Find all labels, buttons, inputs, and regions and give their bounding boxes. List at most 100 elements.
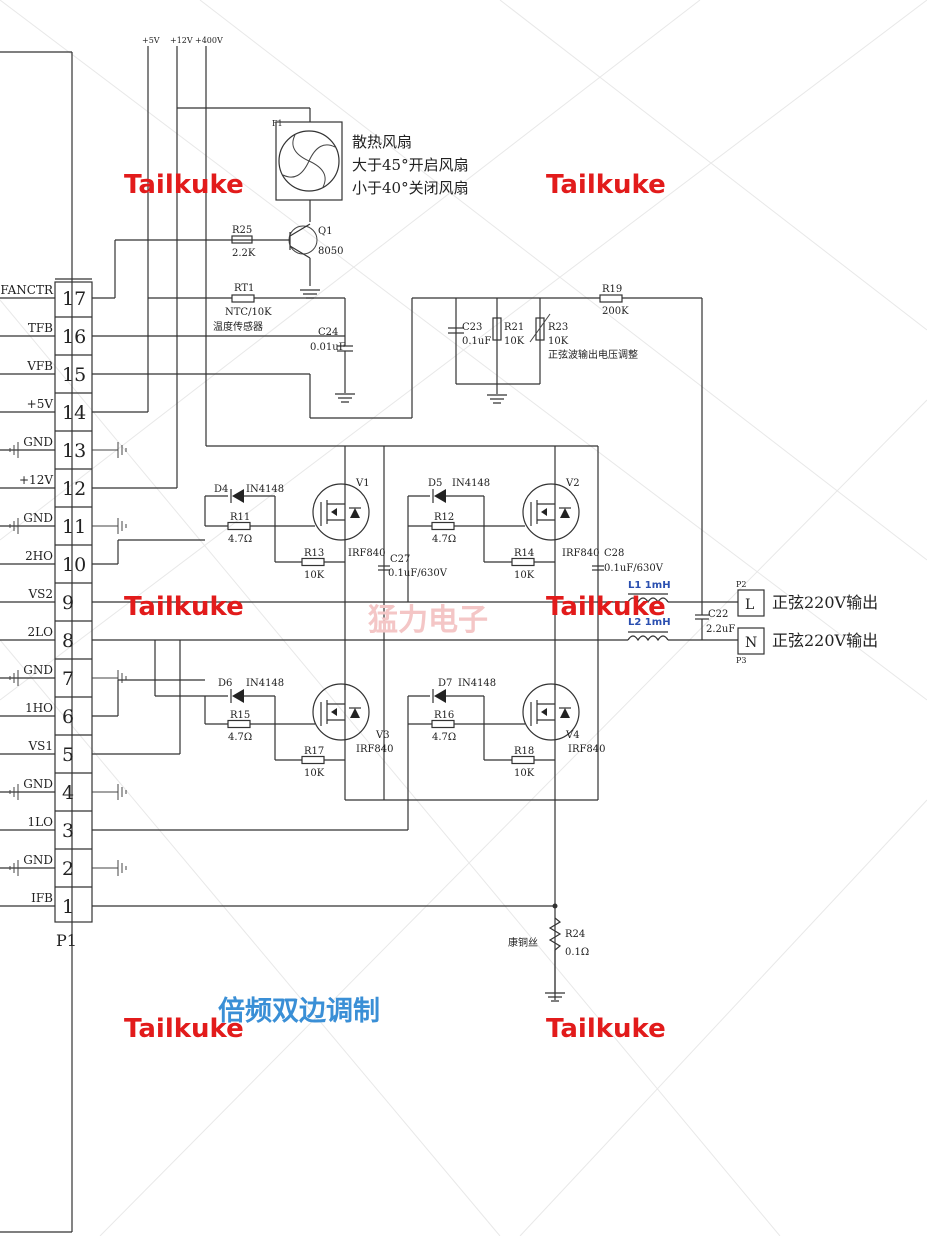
pin-16: 16 TFB <box>0 316 92 348</box>
output-n-pin: N <box>745 635 757 651</box>
p2-ref: P2 <box>736 580 746 589</box>
pin-number: 5 <box>62 744 74 766</box>
diode-ref: D7 <box>438 678 452 689</box>
pin-label: 1LO <box>28 815 54 829</box>
diode-ref: D6 <box>218 678 232 689</box>
r25-value: 2.2K <box>232 248 256 259</box>
pin-label: VS1 <box>27 739 53 753</box>
pin-label: 1HO <box>25 701 53 715</box>
mosfet-ref: V1 <box>355 478 370 489</box>
resistor-ref: R12 <box>434 512 454 523</box>
r23-desc: 正弦波输出电压调整 <box>548 348 638 361</box>
mosfet-part: IRF840 <box>348 548 386 559</box>
pin-8: 8 2LO <box>0 620 92 652</box>
mosfet-part: IRF840 <box>356 744 394 755</box>
q1-ref: Q1 <box>318 226 333 237</box>
pin-number: 13 <box>62 440 86 462</box>
c23-ref: C23 <box>462 322 482 333</box>
c27-ref: C27 <box>390 554 410 565</box>
mosfet-part: IRF840 <box>562 548 600 559</box>
pin-number: 8 <box>62 630 74 652</box>
c23-value: 0.1uF <box>462 336 491 347</box>
pin-number: 6 <box>62 706 74 728</box>
diode-part: IN4148 <box>246 484 284 495</box>
resistor-ref: R14 <box>514 548 534 559</box>
pin-label: GND <box>23 853 53 867</box>
pin-label: +12V <box>19 473 53 487</box>
resistor-ref: R13 <box>304 548 324 559</box>
pin-number: 14 <box>62 402 86 424</box>
pin-14: 14 +5V <box>0 392 92 424</box>
r24-desc: 康铜丝 <box>508 936 538 949</box>
pin-label: TFB <box>28 321 53 335</box>
c27-value: 0.1uF/630V <box>388 568 448 579</box>
rail-400v-label: +400V <box>195 36 223 45</box>
diode-part: IN4148 <box>246 678 284 689</box>
mosfet-ref: V3 <box>375 730 390 741</box>
pin-number: 7 <box>62 668 74 690</box>
watermark-1: Tailkuke <box>124 170 244 200</box>
mosfet-ref: V2 <box>565 478 580 489</box>
watermark-4: Tailkuke <box>546 592 666 622</box>
pin-number: 16 <box>62 326 86 348</box>
pin-label: GND <box>23 511 53 525</box>
fan-desc: 散热风扇 <box>352 133 412 151</box>
pin-number: 1 <box>62 896 74 918</box>
resistor-r14: R14 10K <box>511 548 535 581</box>
c22-ref: C22 <box>708 609 728 620</box>
output-n-label: 正弦220V输出 <box>772 631 878 650</box>
pin-15: 15 VFB <box>0 354 92 386</box>
shunt-r24: R24 0.1Ω 康铜丝 <box>508 917 589 1002</box>
resistor-value: 10K <box>514 570 535 581</box>
q1-part: 8050 <box>318 246 343 257</box>
r24-ref: R24 <box>565 929 585 940</box>
pin-label: +5V <box>27 397 54 411</box>
fan-off: 小于40°关闭风扇 <box>352 179 469 197</box>
output-l-pin: L <box>745 597 754 613</box>
pin-label: GND <box>23 435 53 449</box>
pin-number: 15 <box>62 364 86 386</box>
watermark-5: Tailkuke <box>124 1014 244 1044</box>
pin-number: 12 <box>62 478 86 500</box>
resistor-value: 10K <box>304 570 325 581</box>
pin-5: 5 VS1 <box>0 734 92 766</box>
l1-label: L1 1mH <box>628 580 671 591</box>
resistor-value: 4.7Ω <box>432 534 456 545</box>
watermark-6: Tailkuke <box>546 1014 666 1044</box>
resistor-ref: R16 <box>434 710 454 721</box>
c24-ref: C24 <box>318 327 338 338</box>
r21-ref: R21 <box>504 322 524 333</box>
output-l-label: 正弦220V输出 <box>772 593 878 612</box>
rail-12v-label: +12V <box>170 36 193 45</box>
h-bridge: C27 0.1uF/630V C28 0.1uF/630V <box>92 445 664 1000</box>
pin-label: 2LO <box>28 625 54 639</box>
pin-6: 6 1HO <box>0 696 92 728</box>
chinese-watermark: 猛力电子 <box>368 603 488 638</box>
diode-part: IN4148 <box>452 478 490 489</box>
pin-13: 13 GND <box>0 430 127 462</box>
c28-ref: C28 <box>604 548 624 559</box>
fan-on: 大于45°开启风扇 <box>352 156 469 174</box>
resistor-r12: R12 4.7Ω <box>431 512 456 545</box>
r24-value: 0.1Ω <box>565 947 589 958</box>
rt1-value: NTC/10K <box>225 307 272 318</box>
pin-label: VFB <box>26 359 53 373</box>
resistor-value: 10K <box>304 768 325 779</box>
c24-value: 0.01uF <box>310 342 346 353</box>
r23-ref: R23 <box>548 322 568 333</box>
